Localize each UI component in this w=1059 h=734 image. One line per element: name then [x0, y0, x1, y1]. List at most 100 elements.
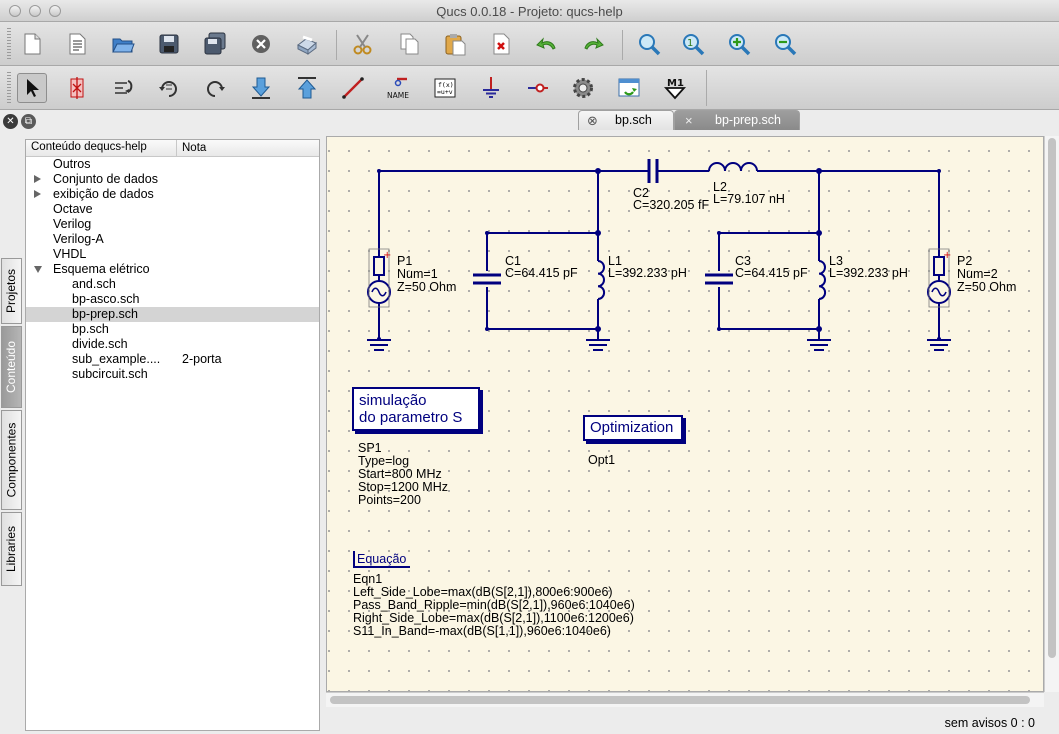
pop-out-button[interactable] [292, 73, 322, 103]
new-file-button[interactable] [17, 29, 47, 59]
horizontal-scroll-thumb[interactable] [330, 696, 1030, 704]
p2-impedance[interactable]: Z=50 Ohm [957, 280, 1017, 294]
close-tab-icon[interactable]: × [685, 113, 693, 128]
eq-line[interactable]: Left_Side_Lobe=max(dB(S[2,1]),800e6:900e… [353, 585, 613, 599]
schematic-canvas[interactable]: + + C2 C=320.205 fF L2 L=79.107 nH C1 [326, 136, 1044, 692]
c2-value[interactable]: C=320.205 fF [633, 198, 710, 212]
save-all-button[interactable] [200, 29, 230, 59]
tree-item[interactable]: Verilog [26, 217, 319, 232]
redo-icon [584, 37, 604, 50]
close-document-button[interactable] [246, 29, 276, 59]
tree-item[interactable]: Conjunto de dados [26, 172, 319, 187]
set-marker-button[interactable]: M1 [660, 73, 690, 103]
insert-equation-button[interactable]: f(x)=u+v [430, 73, 460, 103]
sim-stop[interactable]: Stop=1200 MHz [358, 480, 448, 494]
tree-item[interactable]: bp-asco.sch [26, 292, 319, 307]
simulate-button[interactable] [568, 73, 598, 103]
cut-button[interactable] [348, 29, 378, 59]
zoom-in-button[interactable] [724, 29, 754, 59]
tab-componentes[interactable]: Componentes [1, 410, 22, 510]
tree-item[interactable]: Verilog-A [26, 232, 319, 247]
rotate-ccw-button[interactable] [200, 73, 230, 103]
tree-item[interactable]: VHDL [26, 247, 319, 262]
p2-num[interactable]: Num=2 [957, 267, 998, 281]
paste-button[interactable] [440, 29, 470, 59]
zoom-fit-button[interactable] [634, 29, 664, 59]
tree-item[interactable]: sub_example....2-porta [26, 352, 319, 367]
zoom-out-button[interactable] [770, 29, 800, 59]
eq-line[interactable]: Right_Side_Lobe=max(dB(S[2,1]),1100e6:12… [353, 611, 634, 625]
window-title: Qucs 0.0.18 - Projeto: qucs-help [436, 4, 623, 19]
close-tab-icon[interactable]: ⊗ [587, 113, 598, 128]
save-button[interactable] [154, 29, 184, 59]
undo-icon [536, 37, 556, 50]
toolbar-grip[interactable] [7, 72, 11, 103]
tab-bp-sch[interactable]: ⊗ bp.sch [578, 110, 674, 130]
select-button[interactable] [17, 73, 47, 103]
toolbar-grip[interactable] [7, 28, 11, 59]
tree-item[interactable]: subcircuit.sch [26, 367, 319, 382]
tree-item[interactable]: Outros [26, 157, 319, 172]
tree-item[interactable]: Esquema elétrico [26, 262, 319, 277]
tree-item[interactable]: bp.sch [26, 322, 319, 337]
eq-line[interactable]: S11_In_Band=-max(dB(S[1,1]),960e6:1040e6… [353, 624, 611, 638]
expand-arrow-right-icon[interactable] [34, 190, 41, 198]
tab-bp-prep-sch[interactable]: × bp-prep.sch [674, 110, 800, 130]
mirror-y-button[interactable] [108, 73, 138, 103]
close-dock-button[interactable]: ✕ [3, 114, 18, 129]
float-dock-button[interactable]: ⧉ [21, 114, 36, 129]
tree-item[interactable]: and.sch [26, 277, 319, 292]
p1-num[interactable]: Num=1 [397, 267, 438, 281]
tab-projetos[interactable]: Projetos [1, 258, 22, 324]
expand-arrow-right-icon[interactable] [34, 175, 41, 183]
vertical-scroll-thumb[interactable] [1048, 138, 1056, 658]
minimize-window-button[interactable] [29, 5, 41, 17]
redo-button[interactable] [578, 29, 608, 59]
eq-line[interactable]: Pass_Band_Ripple=min(dB(S[2,1]),960e6:10… [353, 598, 635, 612]
print-button[interactable] [292, 29, 322, 59]
close-window-button[interactable] [9, 5, 21, 17]
view-data-display-button[interactable] [614, 73, 644, 103]
new-text-button[interactable] [62, 29, 92, 59]
expand-arrow-down-icon[interactable] [34, 266, 42, 273]
open-button[interactable] [108, 29, 138, 59]
tab-libraries[interactable]: Libraries [1, 512, 22, 586]
equation-block[interactable]: Equação [353, 551, 411, 568]
horizontal-scrollbar[interactable] [326, 692, 1044, 707]
p1-impedance[interactable]: Z=50 Ohm [397, 280, 457, 294]
delete-button[interactable] [486, 29, 516, 59]
select-icon [27, 79, 39, 97]
copy-button[interactable] [394, 29, 424, 59]
zoom-selection-button[interactable]: 1 [678, 29, 708, 59]
wire-label-button[interactable]: NAME [384, 73, 414, 103]
l2-value[interactable]: L=79.107 nH [713, 192, 785, 206]
tree-header-content[interactable]: Conteúdo dequcs-help [31, 141, 147, 153]
l3-value[interactable]: L=392.233 pH [829, 266, 908, 280]
sim-start[interactable]: Start=800 MHz [358, 467, 442, 481]
c1-value[interactable]: C=64.415 pF [505, 266, 578, 280]
tree-header-note[interactable]: Nota [176, 140, 206, 156]
l1-value[interactable]: L=392.233 pH [608, 266, 687, 280]
undo-button[interactable] [532, 29, 562, 59]
insert-port-button[interactable] [522, 73, 552, 103]
sparam-simulation-block[interactable]: simulação do parametro S [352, 387, 480, 431]
rotate-button[interactable] [154, 73, 184, 103]
wire-button[interactable] [338, 73, 368, 103]
mirror-x-button[interactable] [62, 73, 92, 103]
zoom-window-button[interactable] [49, 5, 61, 17]
tab-conteudo[interactable]: Conteúdo [1, 326, 22, 408]
go-into-subcircuit-button[interactable] [246, 73, 276, 103]
tree-item[interactable]: bp-prep.sch [26, 307, 319, 322]
insert-ground-button[interactable] [476, 73, 506, 103]
vertical-scrollbar[interactable] [1044, 136, 1059, 692]
tree-item[interactable]: Octave [26, 202, 319, 217]
c3-value[interactable]: C=64.415 pF [735, 266, 808, 280]
tree-item[interactable]: exibição de dados [26, 187, 319, 202]
tree-item[interactable]: divide.sch [26, 337, 319, 352]
sim-type[interactable]: Type=log [358, 454, 410, 468]
save-all-icon [204, 32, 226, 55]
optimization-block[interactable]: Optimization [583, 415, 683, 441]
sim-points[interactable]: Points=200 [358, 493, 421, 507]
wire-label-icon: NAME [387, 77, 409, 100]
